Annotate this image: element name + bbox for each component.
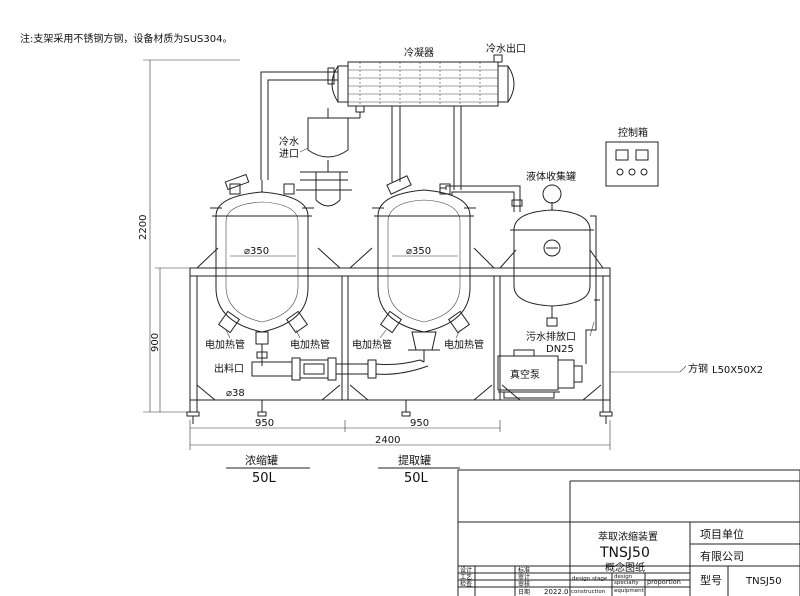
- receiver-vessel: [296, 108, 352, 207]
- dimension-lines: [143, 59, 611, 450]
- extract-tank-name: 提取罐: [398, 454, 431, 467]
- transfer-pipe: [445, 185, 523, 212]
- vacuum-pump-unit: [497, 349, 583, 399]
- title-row-review: 审计: [518, 573, 530, 581]
- control-box: [605, 141, 659, 187]
- extraction-tank: [372, 175, 476, 362]
- title-specialty-equipment2: equipment: [614, 588, 645, 594]
- heating-tube-label-3: 电加热管: [352, 338, 392, 351]
- cooling-water-inlet-label-1: 冷水: [279, 135, 299, 148]
- title-drawing-type: 概念图纸: [605, 561, 645, 574]
- dim-height-frame: 900: [150, 333, 161, 352]
- title-stage-design: design stage: [572, 576, 608, 582]
- square-steel-spec: L50X50X2: [712, 365, 763, 376]
- title-model-big: TNSJ50: [599, 545, 650, 561]
- sewage-dn-label: DN25: [546, 344, 574, 355]
- dim-width-right: 950: [410, 418, 429, 429]
- title-row-audit: 审核: [518, 580, 530, 588]
- title-row-check: 检查: [460, 580, 472, 588]
- title-row-design: 设计: [460, 566, 472, 574]
- vapor-pipe: [260, 67, 338, 180]
- title-project-unit: 项目单位: [700, 527, 744, 541]
- diameter-right-label: ⌀350: [406, 246, 431, 257]
- heating-tube-label-2: 电加热管: [290, 338, 330, 351]
- sewage-outlet-label: 污水排放口: [526, 330, 576, 343]
- title-specialty-design: design: [614, 574, 633, 580]
- title-proportion: proportion: [647, 578, 681, 586]
- note-text: 注:支架采用不锈钢方钢，设备材质为SUS304。: [20, 32, 232, 45]
- title-row-date: 日期: [518, 588, 530, 596]
- condenser-label: 冷凝器: [404, 46, 434, 59]
- support-frame: [186, 247, 613, 424]
- discharge-diameter-label: ⌀38: [226, 388, 245, 399]
- dim-width-left: 950: [255, 418, 274, 429]
- title-specialty-equipment: specialty: [614, 580, 639, 586]
- title-row-process: 工艺: [460, 573, 472, 581]
- vacuum-pump-label: 真空泵: [510, 368, 540, 381]
- control-box-label: 控制箱: [618, 126, 648, 139]
- liquid-collection-tank-label: 液体收集罐: [526, 170, 576, 183]
- liquid-collection-tank: [510, 184, 600, 364]
- heating-tube-label-1: 电加热管: [205, 338, 245, 351]
- concentration-tank: [210, 173, 314, 366]
- extract-tank-volume: 50L: [404, 471, 429, 486]
- title-block: [457, 469, 800, 596]
- cooling-water-outlet-label: 冷水出口: [486, 42, 526, 55]
- condenser: [331, 54, 515, 113]
- title-device-name: 萃取浓缩装置: [598, 530, 658, 543]
- diameter-left-label: ⌀350: [244, 246, 269, 257]
- heating-tube-label-4: 电加热管: [444, 338, 484, 351]
- dim-height-total: 2200: [138, 215, 149, 240]
- title-stage-construction: construction: [571, 589, 606, 595]
- discharge-line: [251, 357, 429, 381]
- square-steel-label: 方钢: [688, 362, 708, 375]
- title-company: 有限公司: [700, 549, 744, 563]
- title-model-label: 型号: [700, 573, 722, 587]
- condenser-support: [332, 106, 462, 190]
- concentrate-tank-volume: 50L: [252, 471, 277, 486]
- dim-width-total: 2400: [375, 435, 400, 446]
- cooling-water-inlet-label-2: 进口: [279, 148, 299, 160]
- concentrate-tank-name: 浓缩罐: [245, 454, 278, 467]
- discharge-port-label: 出料口: [214, 362, 244, 375]
- title-row-standard: 标准: [518, 566, 530, 574]
- title-date-value: 2022.0: [544, 588, 569, 596]
- title-model-value: TNSJ50: [745, 576, 782, 587]
